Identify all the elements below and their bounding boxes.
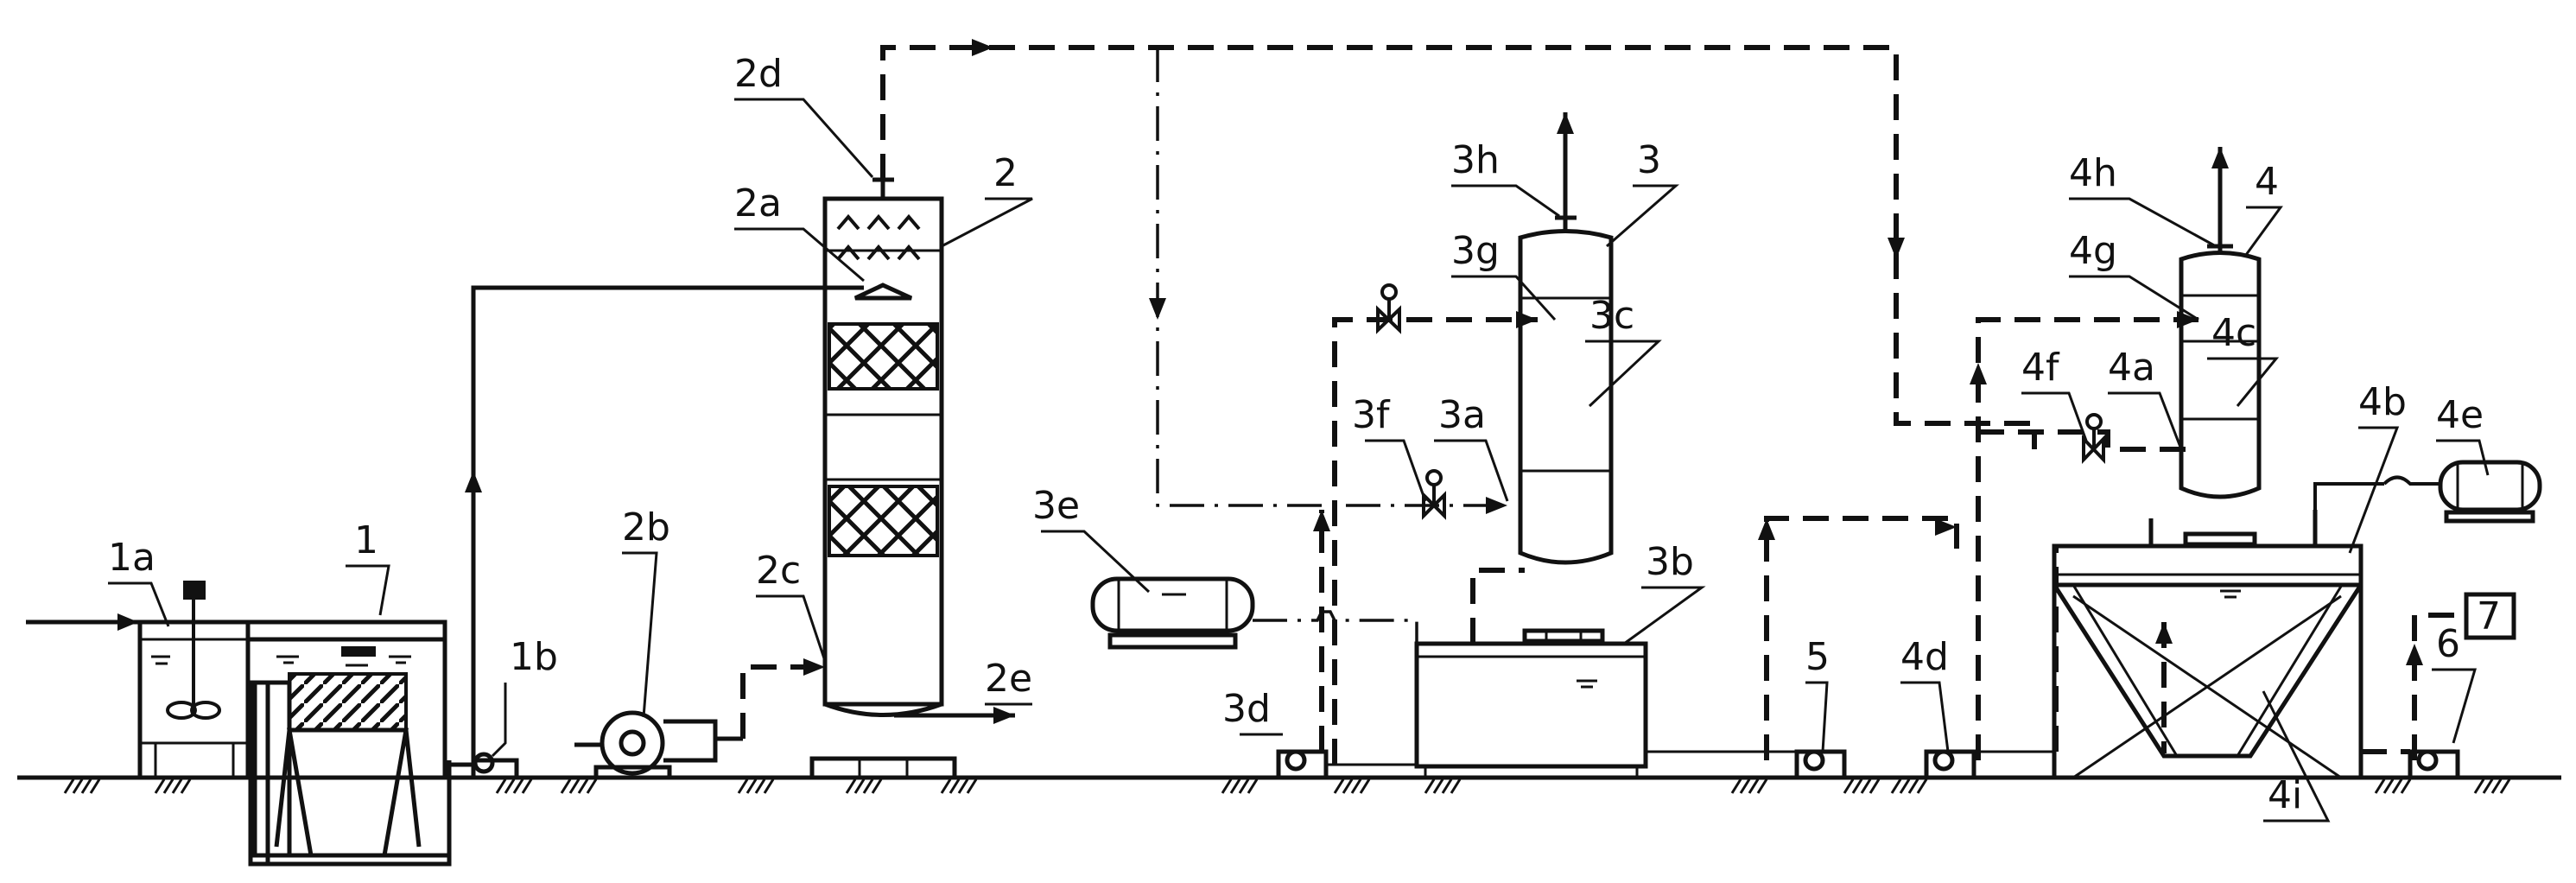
label-4h: 4h bbox=[2069, 151, 2117, 195]
column-3 bbox=[1518, 112, 1614, 644]
label-2e: 2e bbox=[985, 657, 1032, 701]
column-2-body bbox=[822, 196, 944, 707]
pipe-5-to-4b bbox=[1764, 516, 1959, 760]
label-4a: 4a bbox=[2108, 346, 2155, 390]
label-3e: 3e bbox=[1032, 484, 1080, 528]
pump-4d bbox=[1924, 749, 2056, 780]
box-7 bbox=[2464, 592, 2516, 640]
label-2c: 2c bbox=[756, 549, 801, 593]
inlet-arrow bbox=[117, 613, 138, 631]
gas-line-to-3a bbox=[1156, 48, 1507, 507]
filter-media bbox=[288, 672, 408, 732]
hopper-4i bbox=[2052, 583, 2363, 759]
label-2a: 2a bbox=[734, 181, 782, 226]
label-4b: 4b bbox=[2358, 380, 2407, 424]
label-4c: 4c bbox=[2211, 311, 2256, 355]
gas-line-2d-to-4 bbox=[880, 45, 2037, 449]
label-4e: 4e bbox=[2436, 393, 2484, 437]
valve-4f bbox=[2082, 413, 2105, 464]
leader-lines bbox=[108, 98, 2490, 823]
label-3g: 3g bbox=[1451, 229, 1500, 273]
pipe-2b-to-2c bbox=[740, 664, 825, 739]
column-4-body bbox=[2179, 251, 2262, 499]
label-4i: 4i bbox=[2268, 773, 2302, 817]
label-3h: 3h bbox=[1451, 138, 1500, 182]
valve-3f bbox=[1422, 469, 1446, 520]
pipe-1b-to-2a bbox=[471, 285, 864, 767]
column-2 bbox=[809, 177, 1015, 780]
label-7: 7 bbox=[2477, 594, 2501, 638]
label-2b: 2b bbox=[622, 505, 670, 549]
label-3: 3 bbox=[1637, 138, 1661, 182]
line-3e-to-3b bbox=[1253, 610, 1418, 657]
pump-6 bbox=[2361, 749, 2460, 780]
agitator-motor bbox=[183, 581, 206, 600]
valve-3g-top bbox=[1376, 283, 1401, 334]
column-2-base bbox=[809, 756, 957, 780]
tank-3b bbox=[1414, 641, 1648, 778]
label-3b: 3b bbox=[1646, 540, 1694, 584]
label-3c: 3c bbox=[1589, 294, 1634, 338]
vessel-4e bbox=[2313, 460, 2542, 524]
labels: 1a 1 1b 2d 2a 2 2b 2c 2e 3h 3 3g 3c 3f 3… bbox=[108, 52, 2501, 817]
pump-3d bbox=[1276, 749, 1417, 780]
label-2d: 2d bbox=[734, 52, 783, 96]
pipe-4d-to-4g bbox=[1976, 317, 2198, 760]
vessel-3e bbox=[1090, 576, 1255, 650]
label-1a: 1a bbox=[108, 536, 155, 580]
ground-hatches bbox=[63, 778, 2511, 794]
label-1b: 1b bbox=[510, 635, 558, 679]
tank-4b bbox=[2052, 510, 2363, 779]
blower-2b bbox=[574, 710, 743, 780]
label-6: 6 bbox=[2436, 622, 2460, 666]
flow-arrow-up bbox=[465, 471, 482, 492]
label-2: 2 bbox=[993, 151, 1018, 195]
label-3f: 3f bbox=[1352, 393, 1391, 437]
label-5: 5 bbox=[1805, 635, 1830, 679]
spray-distributor-2a bbox=[853, 283, 913, 301]
agitator-blade-r bbox=[190, 701, 221, 720]
agitator-blade-l bbox=[166, 701, 197, 720]
unit-1-tank bbox=[26, 581, 452, 867]
label-3d: 3d bbox=[1222, 687, 1271, 731]
packing-upper bbox=[828, 322, 939, 391]
label-4f: 4f bbox=[2021, 346, 2060, 390]
demister bbox=[836, 213, 921, 261]
pipe-3d-to-3g bbox=[1332, 317, 1538, 765]
label-4d: 4d bbox=[1900, 635, 1949, 679]
label-4: 4 bbox=[2255, 160, 2279, 204]
column-3-body bbox=[1518, 229, 1614, 565]
pipe-6-to-7 bbox=[2412, 613, 2466, 760]
pump-5 bbox=[1646, 749, 1847, 780]
packing-lower bbox=[828, 485, 939, 557]
label-1: 1 bbox=[354, 518, 378, 562]
label-3a: 3a bbox=[1438, 393, 1486, 437]
pump-1b bbox=[449, 752, 519, 780]
label-4g: 4g bbox=[2069, 229, 2117, 273]
